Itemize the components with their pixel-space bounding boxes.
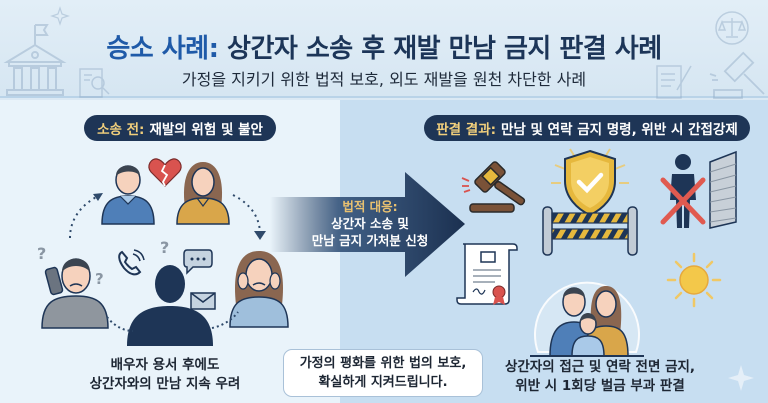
- title-main: 상간자 소송 후 재발 만남 금지 판결 사례: [218, 34, 662, 64]
- bubble-ground-line: [530, 355, 644, 357]
- dotted-connector-right: [211, 311, 239, 329]
- verdict-badge-text: 만남 및 연락 금지 명령, 위반 시 간접강제: [501, 122, 738, 138]
- wife-figure: [176, 162, 230, 225]
- brick-wall-icon: [709, 150, 737, 229]
- distressed-wife-figure: [229, 251, 289, 328]
- legal-action-label: 법적 대응:: [342, 199, 398, 214]
- gavel-icon: [461, 161, 526, 213]
- court-certificate-icon: [456, 243, 518, 305]
- legal-action-line2: 만남 금지 가처분 신청: [311, 233, 429, 248]
- barricade-icon: [542, 206, 638, 256]
- courthouse-icon: [3, 24, 67, 96]
- question-mark-2: ?: [95, 270, 104, 288]
- dotted-connector-left: [106, 316, 134, 332]
- blocked-person-icon: [660, 154, 706, 228]
- third-party-silhouette: [127, 265, 213, 346]
- verdict-badge: 판결 결과: 만남 및 연락 금지 명령, 위반 시 간접강제: [424, 115, 750, 141]
- phone-ringing-icon: [118, 249, 145, 276]
- legal-action-line1: 상간자 소송 및: [331, 216, 409, 231]
- title-prefix: 승소 사례:: [106, 34, 219, 64]
- header-banner: 승소 사례: 상간자 소송 후 재발 만남 금지 판결 사례 가정을 지키기 위…: [0, 0, 768, 99]
- protected-family-bubble: [534, 281, 640, 357]
- broken-heart-icon: [148, 158, 182, 187]
- before-badge-label: 소송 전:: [97, 122, 145, 138]
- before-caption-line2: 상간자와의 만남 지속 우려: [89, 376, 241, 392]
- contract-pen-icon: [656, 65, 692, 99]
- before-badge: 소송 전: 재발의 위험 및 불안: [84, 115, 276, 141]
- chat-bubble-icon: [183, 249, 213, 275]
- verdict-caption: 상간자의 접근 및 연락 전면 금지, 위반 시 1회당 벌금 부과 판결: [490, 358, 710, 396]
- legal-action-arrow: [270, 172, 465, 277]
- before-caption: 배우자 용서 후에도 상간자와의 만남 지속 우려: [40, 356, 290, 394]
- document-search-icon: [79, 68, 110, 98]
- callout-line2: 확실하게 지켜드립니다.: [318, 375, 448, 390]
- page-subtitle: 가정을 지키기 위한 법적 보호, 외도 재발을 원천 차단한 사례: [181, 70, 587, 89]
- verdict-caption-line1: 상간자의 접근 및 연락 전면 금지,: [504, 359, 696, 375]
- legal-action-text: 법적 대응: 상간자 소송 및 만남 금지 가처분 신청: [300, 198, 440, 249]
- sparkle-corner-icon: [728, 365, 754, 391]
- scales-icon: [715, 11, 749, 45]
- page-title: 승소 사례: 상간자 소송 후 재발 만남 금지 판결 사례: [0, 28, 768, 65]
- protection-callout-box: 가정의 평화를 위한 법의 보호, 확실하게 지켜드립니다.: [283, 349, 483, 397]
- question-mark-1: ?: [37, 244, 47, 263]
- dotted-arrow-left: [69, 193, 103, 239]
- sparkle-icon: [50, 6, 70, 26]
- sun-icon: [666, 252, 722, 308]
- question-mark-3: ?: [160, 238, 170, 257]
- gavel-outline-icon: [709, 51, 765, 99]
- before-caption-line1: 배우자 용서 후에도: [110, 357, 220, 373]
- before-badge-text: 재발의 위험 및 불안: [149, 122, 263, 138]
- callout-line1: 가정의 평화를 위한 법의 보호,: [299, 356, 467, 371]
- husband-figure: [101, 165, 155, 225]
- verdict-caption-line2: 위반 시 1회당 벌금 부과 판결: [515, 378, 685, 394]
- verdict-badge-label: 판결 결과:: [436, 122, 497, 138]
- golden-shield-icon: [551, 148, 629, 217]
- worried-husband-figure: [41, 258, 109, 329]
- envelope-icon: [190, 292, 216, 310]
- dotted-arrow-right: [232, 194, 266, 240]
